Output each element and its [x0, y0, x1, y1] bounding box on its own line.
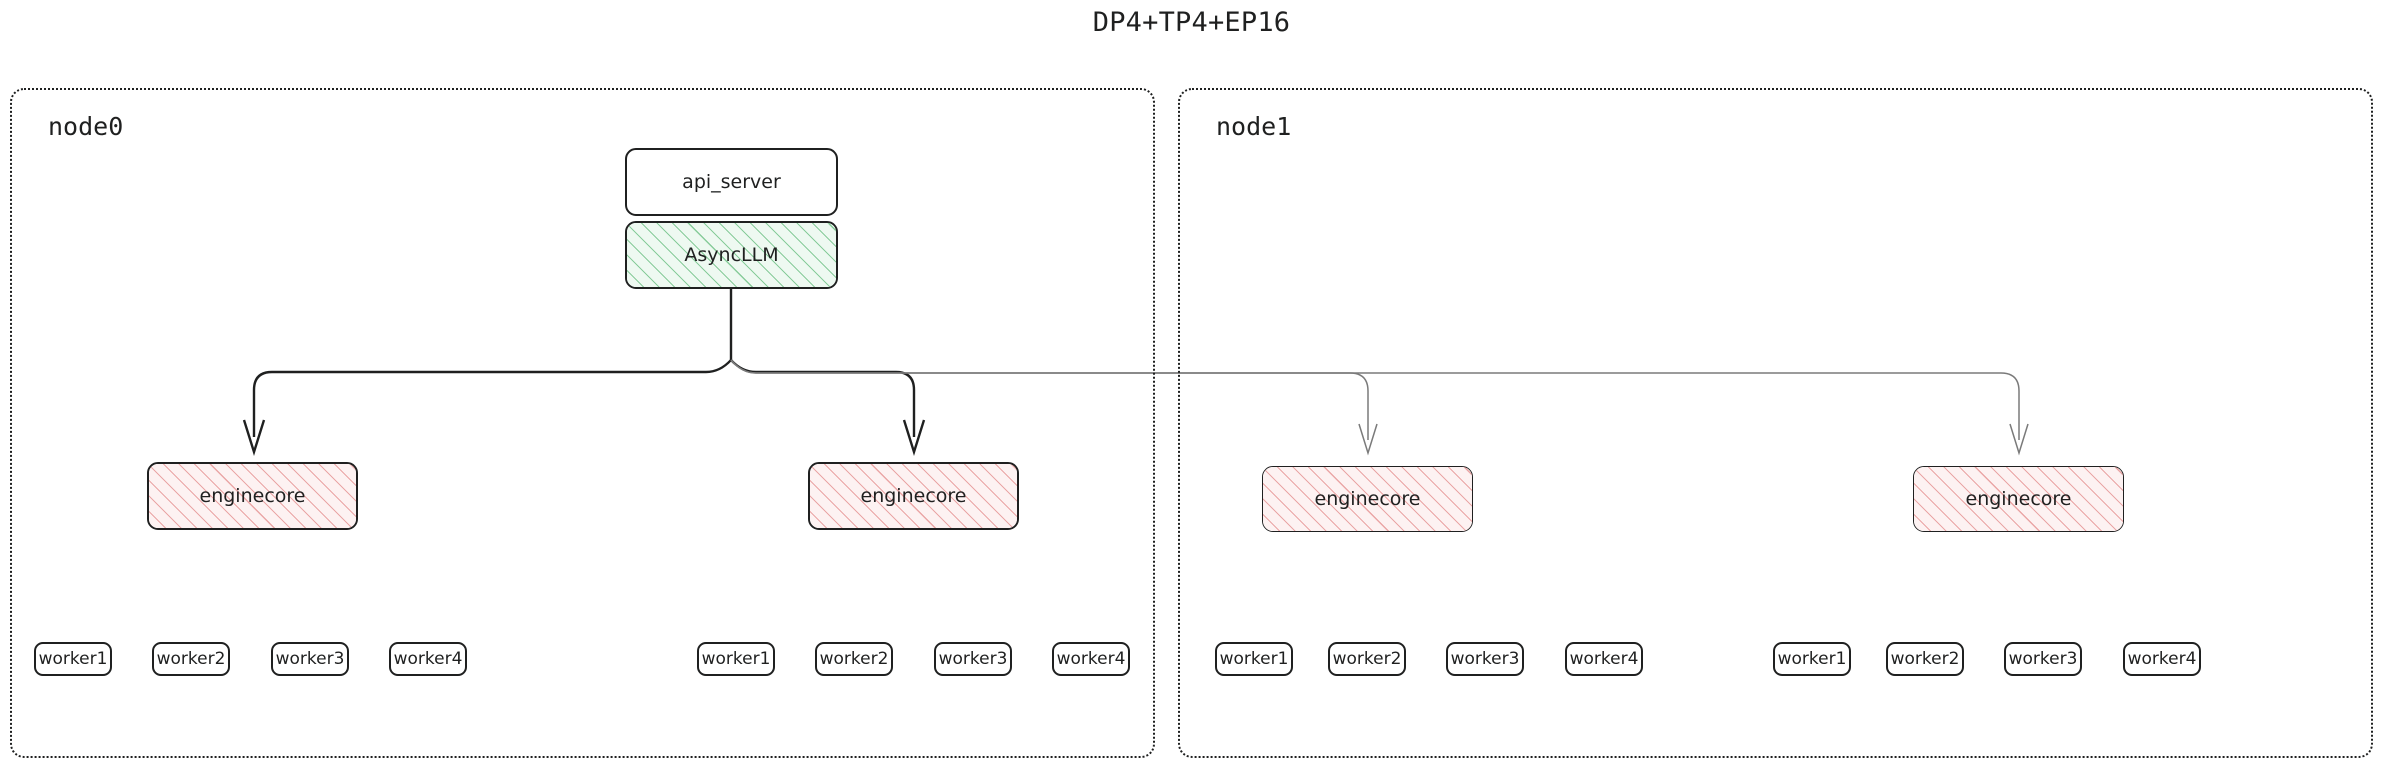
- worker-label: worker4: [1569, 649, 1639, 669]
- worker-label: worker1: [1777, 649, 1847, 669]
- subgraph-label-node1: node1: [1216, 112, 1292, 141]
- node-api-server[interactable]: api_server: [625, 148, 838, 216]
- worker-chip[interactable]: worker2: [1886, 642, 1964, 676]
- subgraph-node1: node1: [1178, 88, 2373, 758]
- worker-chip[interactable]: worker2: [152, 642, 230, 676]
- node-enginecore-1[interactable]: enginecore: [147, 462, 358, 530]
- worker-label: worker2: [819, 649, 889, 669]
- worker-chip[interactable]: worker4: [2123, 642, 2201, 676]
- subgraph-label-node0: node0: [48, 112, 124, 141]
- worker-label: worker3: [2008, 649, 2078, 669]
- worker-chip[interactable]: worker4: [389, 642, 467, 676]
- node-enginecore-2-label: enginecore: [860, 484, 967, 507]
- node-enginecore-3-label: enginecore: [1314, 487, 1421, 510]
- worker-label: worker1: [38, 649, 108, 669]
- worker-chip[interactable]: worker1: [34, 642, 112, 676]
- node-async-llm[interactable]: AsyncLLM: [625, 221, 838, 289]
- worker-label: worker3: [275, 649, 345, 669]
- node-enginecore-4[interactable]: enginecore: [1913, 466, 2124, 532]
- worker-chip[interactable]: worker3: [271, 642, 349, 676]
- worker-label: worker3: [1450, 649, 1520, 669]
- worker-label: worker2: [156, 649, 226, 669]
- worker-label: worker1: [1219, 649, 1289, 669]
- worker-label: worker2: [1332, 649, 1402, 669]
- node-enginecore-3[interactable]: enginecore: [1262, 466, 1473, 532]
- worker-chip[interactable]: worker2: [1328, 642, 1406, 676]
- subgraph-node0: node0: [10, 88, 1155, 758]
- worker-label: worker4: [393, 649, 463, 669]
- worker-label: worker2: [1890, 649, 1960, 669]
- worker-label: worker4: [2127, 649, 2197, 669]
- worker-chip[interactable]: worker1: [1215, 642, 1293, 676]
- node-enginecore-4-label: enginecore: [1965, 487, 2072, 510]
- page-title: DP4+TP4+EP16: [1092, 7, 1291, 38]
- node-enginecore-2[interactable]: enginecore: [808, 462, 1019, 530]
- worker-chip[interactable]: worker1: [1773, 642, 1851, 676]
- worker-chip[interactable]: worker3: [934, 642, 1012, 676]
- node-api-server-label: api_server: [682, 170, 781, 193]
- worker-label: worker4: [1056, 649, 1126, 669]
- node-async-llm-label: AsyncLLM: [684, 243, 779, 266]
- worker-chip[interactable]: worker4: [1052, 642, 1130, 676]
- worker-chip[interactable]: worker3: [2004, 642, 2082, 676]
- node-enginecore-1-label: enginecore: [199, 484, 306, 507]
- worker-chip[interactable]: worker1: [697, 642, 775, 676]
- worker-chip[interactable]: worker3: [1446, 642, 1524, 676]
- worker-label: worker3: [938, 649, 1008, 669]
- worker-chip[interactable]: worker2: [815, 642, 893, 676]
- worker-chip[interactable]: worker4: [1565, 642, 1643, 676]
- worker-label: worker1: [701, 649, 771, 669]
